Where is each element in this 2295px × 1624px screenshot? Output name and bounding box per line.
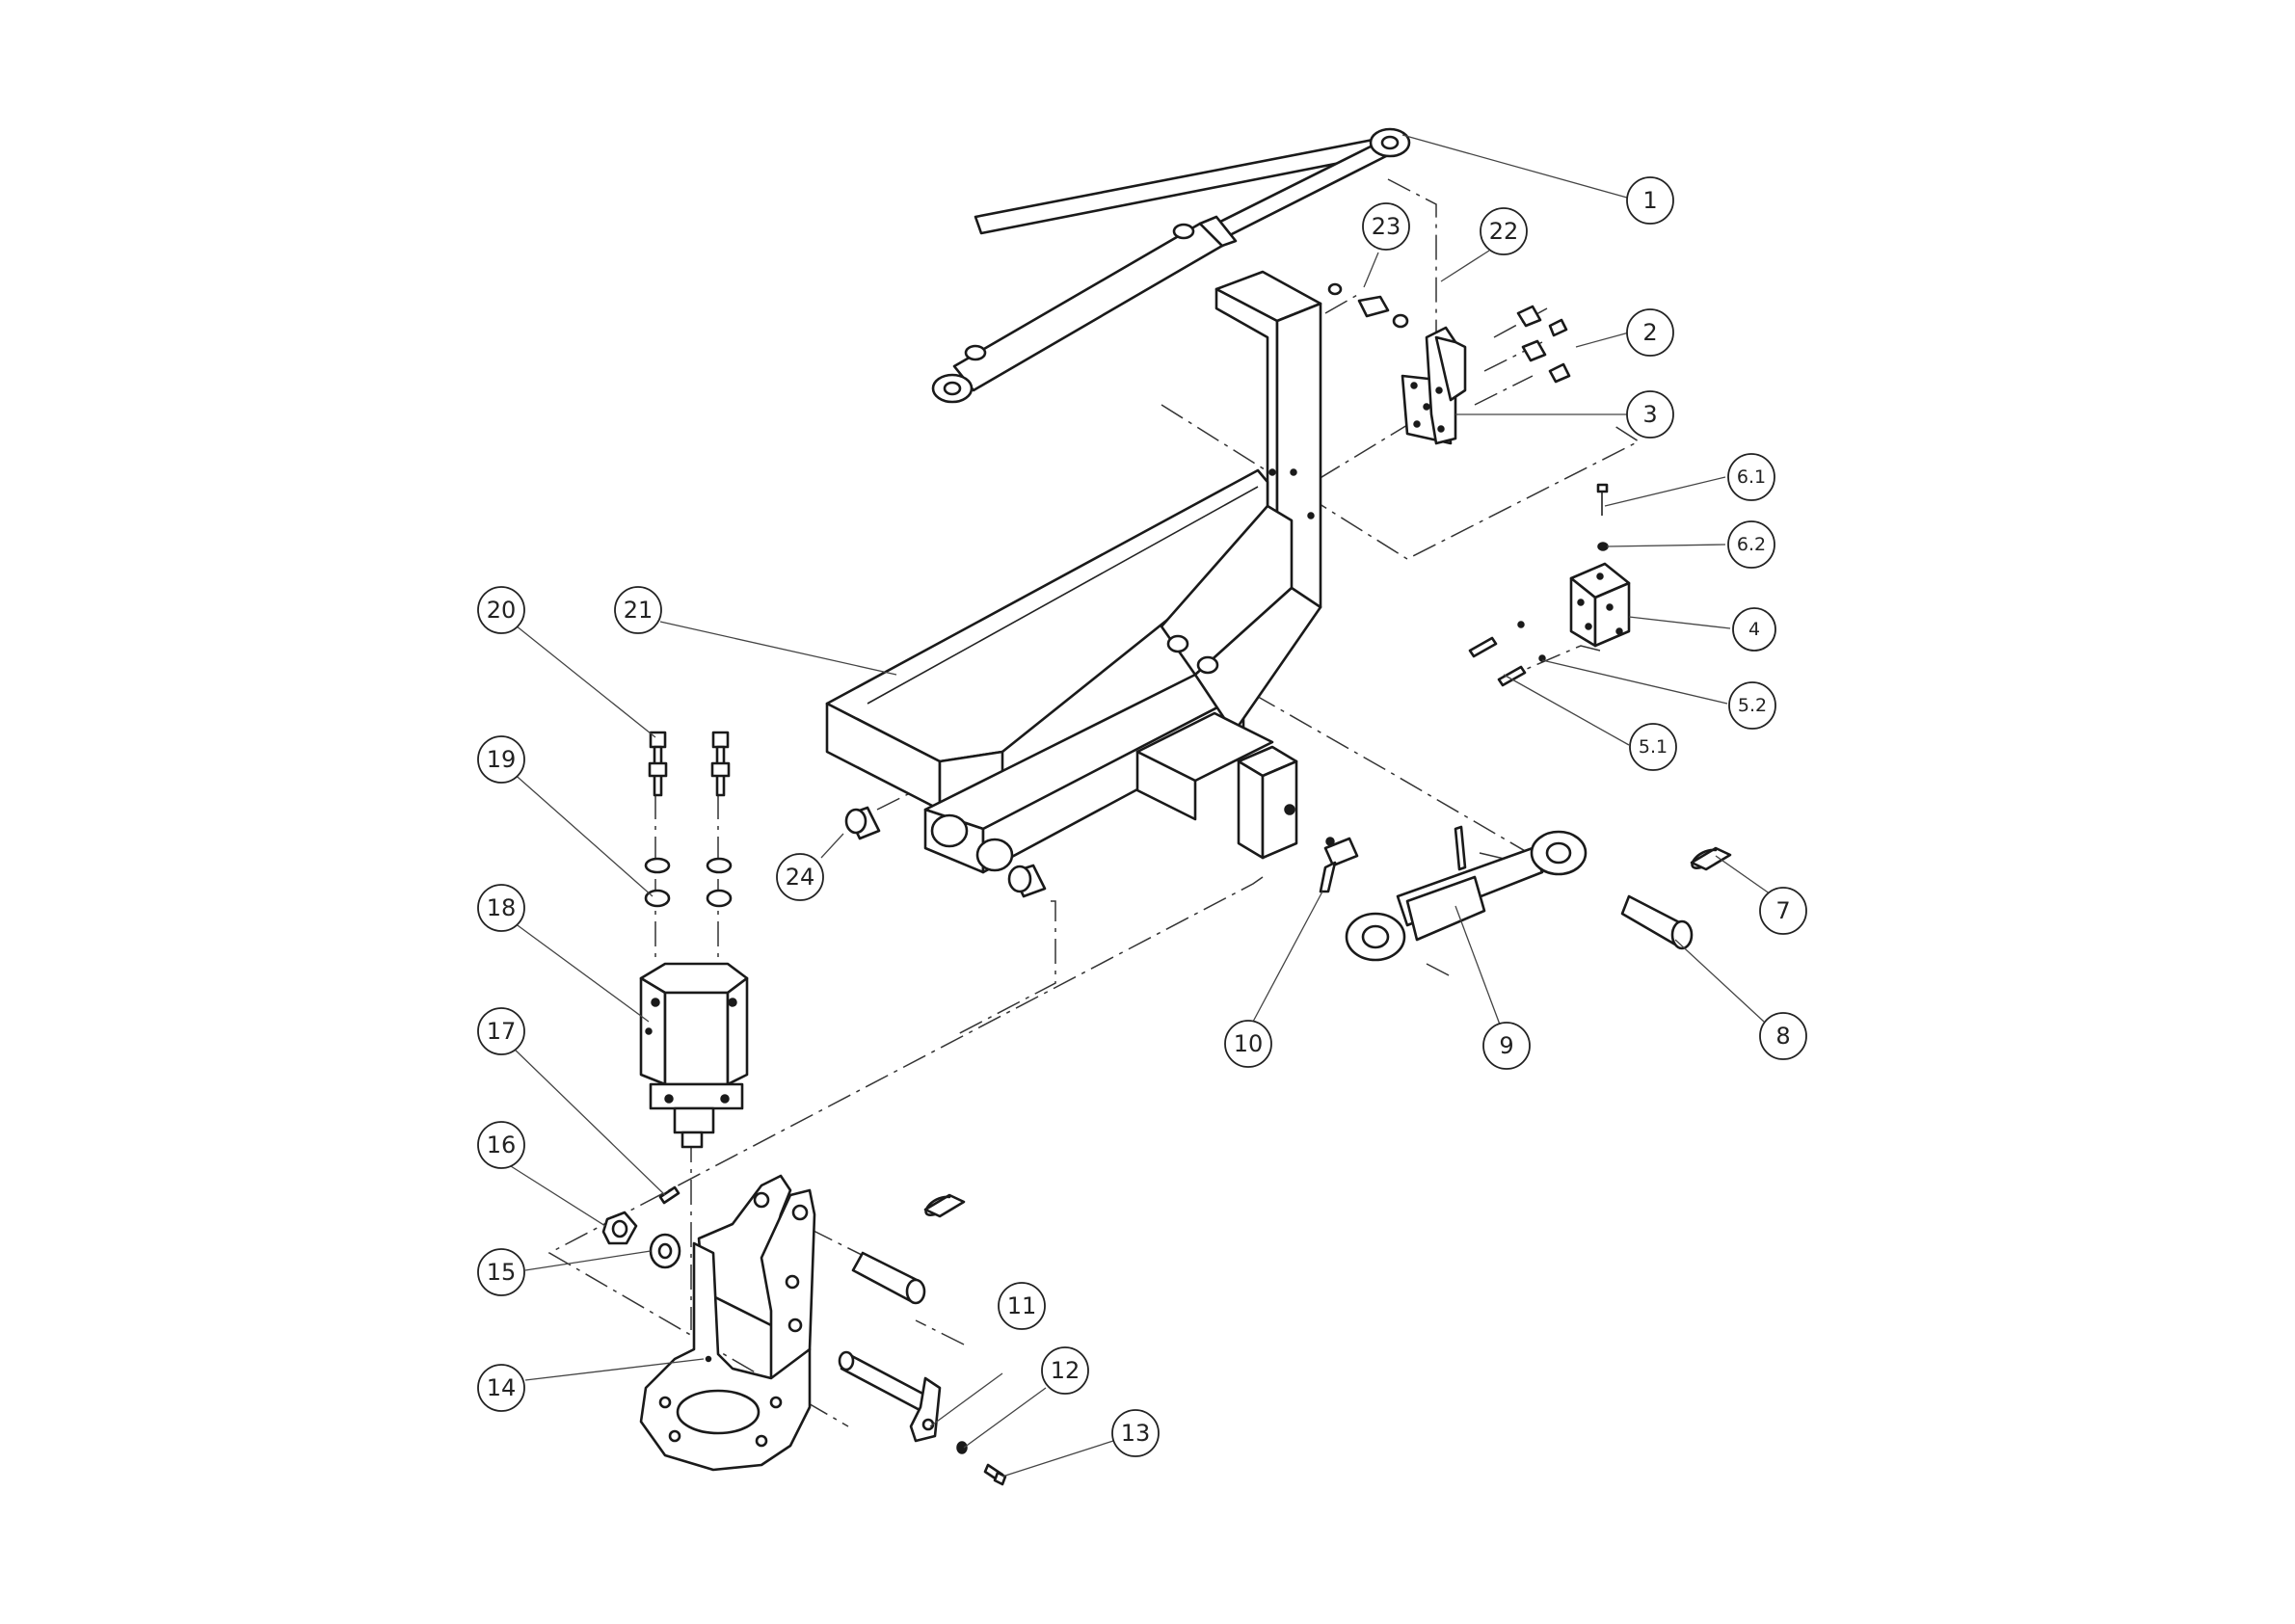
svg-text:8: 8 [1775,1023,1790,1050]
balloon-22: 22 [1481,208,1527,254]
svg-text:22: 22 [1489,218,1519,245]
balloon-6-1: 6.1 [1728,454,1775,500]
svg-text:21: 21 [624,597,654,624]
balloon-3: 3 [1627,391,1673,438]
svg-text:20: 20 [487,597,517,624]
hydraulic-cylinder [933,129,1409,402]
svg-text:23: 23 [1372,213,1401,240]
balloon-24: 24 [777,854,823,900]
balloon-11: 11 [999,1283,1045,1329]
bolts [1518,306,1569,382]
svg-text:19: 19 [487,746,517,773]
cylinder-mounting-bracket [1329,284,1569,443]
linch-clip-7 [1692,848,1730,869]
balloon-10: 10 [1225,1021,1271,1067]
pin-upper [853,1195,964,1303]
svg-text:18: 18 [487,894,517,921]
balloon-16: 16 [478,1122,524,1168]
balloon-19: 19 [478,736,524,783]
svg-text:2: 2 [1642,319,1657,346]
svg-text:6.2: 6.2 [1737,534,1766,555]
balloon-13: 13 [1112,1410,1159,1456]
balloon-12: 12 [1042,1347,1088,1394]
balloon-9: 9 [1483,1023,1530,1069]
balloon-2: 2 [1627,309,1673,356]
svg-text:15: 15 [487,1259,517,1286]
svg-text:6.1: 6.1 [1737,466,1766,488]
motor-bolts [650,732,729,795]
balloon-18: 18 [478,885,524,931]
washer-15 [651,1235,680,1267]
grease-fitting [1321,838,1357,892]
balloon-14: 14 [478,1365,524,1411]
pin-8 [1622,896,1692,948]
stud-17 [660,1187,679,1203]
svg-text:14: 14 [487,1374,517,1401]
motor [641,964,747,1147]
svg-text:5.1: 5.1 [1639,736,1668,758]
balloon-15: 15 [478,1249,524,1295]
balloon-4: 4 [1733,608,1775,651]
balloon-5-2: 5.2 [1729,682,1775,729]
mounting-foot [641,1176,814,1470]
svg-text:16: 16 [487,1131,517,1158]
balloon-6-2: 6.2 [1728,521,1775,568]
balloon-23: 23 [1363,203,1409,250]
balloon-callouts: 1 2 3 4 5.1 5.2 6.1 6.2 7 8 9 10 11 12 1… [478,177,1806,1456]
pin-11 [840,1352,940,1441]
svg-text:3: 3 [1642,401,1657,428]
svg-text:9: 9 [1499,1032,1513,1059]
balloon-5-1: 5.1 [1630,724,1676,770]
svg-text:13: 13 [1121,1420,1151,1447]
main-frame [827,272,1321,872]
balloon-17: 17 [478,1008,524,1054]
balloon-8: 8 [1760,1013,1806,1059]
svg-text:11: 11 [1007,1292,1037,1319]
balloon-20: 20 [478,587,524,633]
bolt-13 [985,1465,1005,1484]
svg-text:7: 7 [1775,897,1790,924]
svg-text:10: 10 [1234,1030,1264,1057]
svg-text:5.2: 5.2 [1738,695,1767,716]
nut-16 [603,1212,636,1243]
washer-12 [957,1442,967,1453]
svg-text:17: 17 [487,1018,517,1045]
balloon-21: 21 [615,587,661,633]
svg-text:24: 24 [786,864,815,891]
svg-text:12: 12 [1051,1357,1081,1384]
balloon-1: 1 [1627,177,1673,224]
balloon-7: 7 [1760,888,1806,934]
svg-text:1: 1 [1642,187,1657,214]
top-link-turnbuckle [1347,827,1586,960]
svg-text:4: 4 [1748,619,1760,640]
